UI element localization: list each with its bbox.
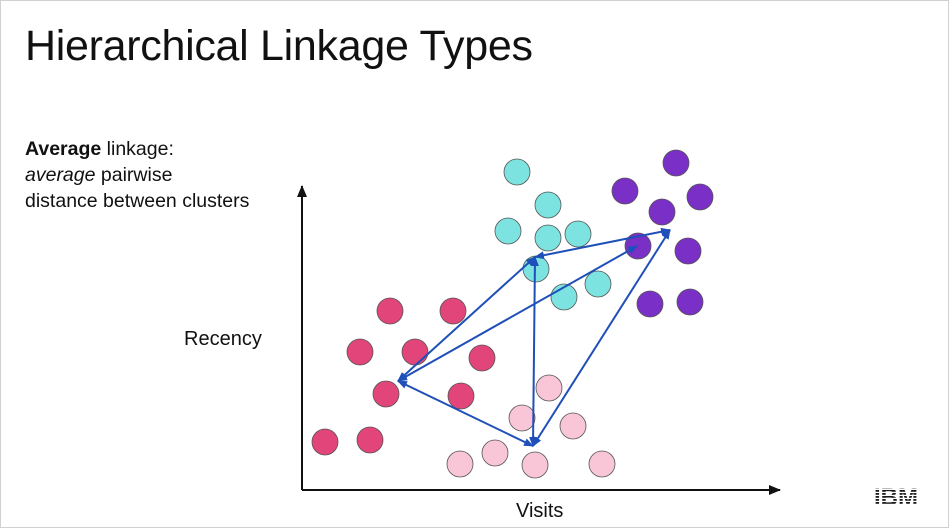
- description-line-1: Average linkage:: [25, 136, 249, 162]
- cyan-cluster-point: [564, 220, 592, 248]
- pink-cluster-point: [446, 450, 474, 478]
- purple-cluster-point: [686, 183, 714, 211]
- description-bold-word: Average: [25, 138, 102, 160]
- svg-text:IBM: IBM: [874, 484, 918, 508]
- cyan-cluster-point: [534, 191, 562, 219]
- pink-cluster-point: [588, 450, 616, 478]
- cyan-cluster-point: [494, 217, 522, 245]
- cyan-cluster-point: [584, 270, 612, 298]
- slide-description: Average linkage: average pairwise distan…: [25, 136, 249, 214]
- description-line-3: distance between clusters: [25, 190, 250, 212]
- distance-arrow: [397, 256, 536, 382]
- ibm-logo-icon: IBM: [874, 484, 918, 511]
- red-cluster-point: [311, 428, 339, 456]
- ibm-logo: IBM: [869, 484, 923, 513]
- distance-arrow: [397, 245, 638, 382]
- pink-cluster-point: [508, 404, 536, 432]
- points-layer: [311, 149, 714, 479]
- cyan-cluster-point: [534, 224, 562, 252]
- purple-cluster-point: [636, 290, 664, 318]
- description-line-1-rest: linkage:: [101, 138, 174, 160]
- red-cluster-point: [447, 382, 475, 410]
- y-axis-label: Recency: [184, 328, 262, 350]
- distance-arrow: [397, 380, 534, 447]
- red-cluster-point: [372, 380, 400, 408]
- description-line-2-rest: pairwise: [95, 164, 173, 186]
- red-cluster-point: [346, 338, 374, 366]
- distance-arrow: [532, 229, 671, 447]
- pink-cluster-point: [481, 439, 509, 467]
- red-cluster-point: [468, 344, 496, 372]
- red-cluster-point: [376, 297, 404, 325]
- cyan-cluster-point: [503, 158, 531, 186]
- purple-cluster-point: [662, 149, 690, 177]
- description-line-2: average pairwise: [25, 162, 249, 188]
- pink-cluster-point: [521, 451, 549, 479]
- purple-cluster-point: [611, 177, 639, 205]
- pink-cluster-point: [559, 412, 587, 440]
- purple-cluster-point: [674, 237, 702, 265]
- red-cluster-point: [356, 426, 384, 454]
- description-italic-word: average: [25, 164, 96, 186]
- arrows-layer: [397, 227, 671, 447]
- purple-cluster-point: [676, 288, 704, 316]
- pink-cluster-point: [535, 374, 563, 402]
- cyan-cluster-point: [522, 255, 550, 283]
- red-cluster-point: [401, 338, 429, 366]
- red-cluster-point: [439, 297, 467, 325]
- purple-cluster-point: [648, 198, 676, 226]
- slide-title: Hierarchical Linkage Types: [25, 22, 533, 70]
- x-axis-label: Visits: [516, 500, 564, 522]
